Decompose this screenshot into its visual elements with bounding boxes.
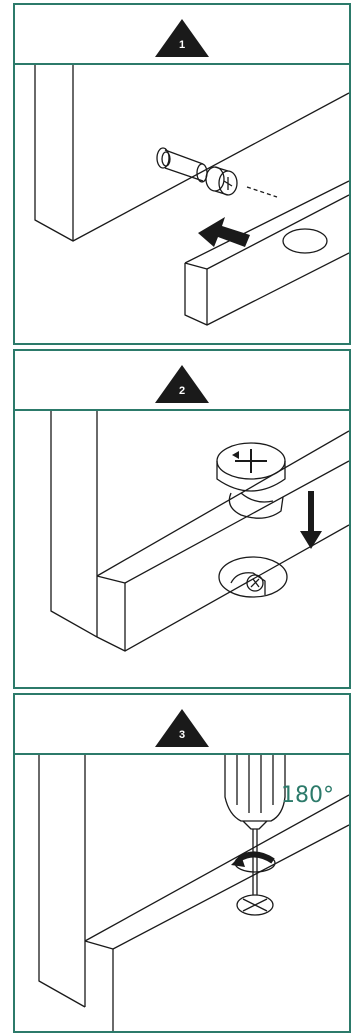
step-3-header: 3 <box>15 695 349 755</box>
step-2-number: 2 <box>155 385 209 397</box>
step-1-illustration <box>15 65 349 343</box>
step-1-panel: 1 <box>13 3 351 345</box>
step-3-illustration: 180° <box>15 755 349 1031</box>
side-panel <box>35 65 349 241</box>
triangle-badge-icon <box>155 365 209 403</box>
triangle-badge-icon <box>155 19 209 57</box>
rotation-label: 180° <box>281 783 334 808</box>
triangle-badge-icon <box>155 709 209 747</box>
board-hole <box>283 229 327 253</box>
cam-bolt-icon <box>157 148 237 195</box>
cam-lock-icon <box>217 443 285 518</box>
down-arrow-icon <box>300 491 322 549</box>
step-2-header: 2 <box>15 351 349 411</box>
side-panel <box>39 755 85 1007</box>
bottom-board <box>185 181 349 325</box>
step-2-panel: 2 <box>13 349 351 689</box>
bottom-board <box>85 795 349 1031</box>
cam-lock-icon <box>237 895 273 915</box>
step-1-number: 1 <box>155 39 209 51</box>
step-1-header: 1 <box>15 5 349 65</box>
step-3-panel: 3 <box>13 693 351 1033</box>
side-panel <box>51 411 97 637</box>
step-1-badge: 1 <box>155 19 209 57</box>
board-hole <box>219 557 287 597</box>
push-arrow-icon <box>198 217 250 247</box>
step-3-badge: 3 <box>155 709 209 747</box>
step-2-illustration <box>15 411 349 687</box>
step-3-number: 3 <box>155 729 209 741</box>
step-2-badge: 2 <box>155 365 209 403</box>
